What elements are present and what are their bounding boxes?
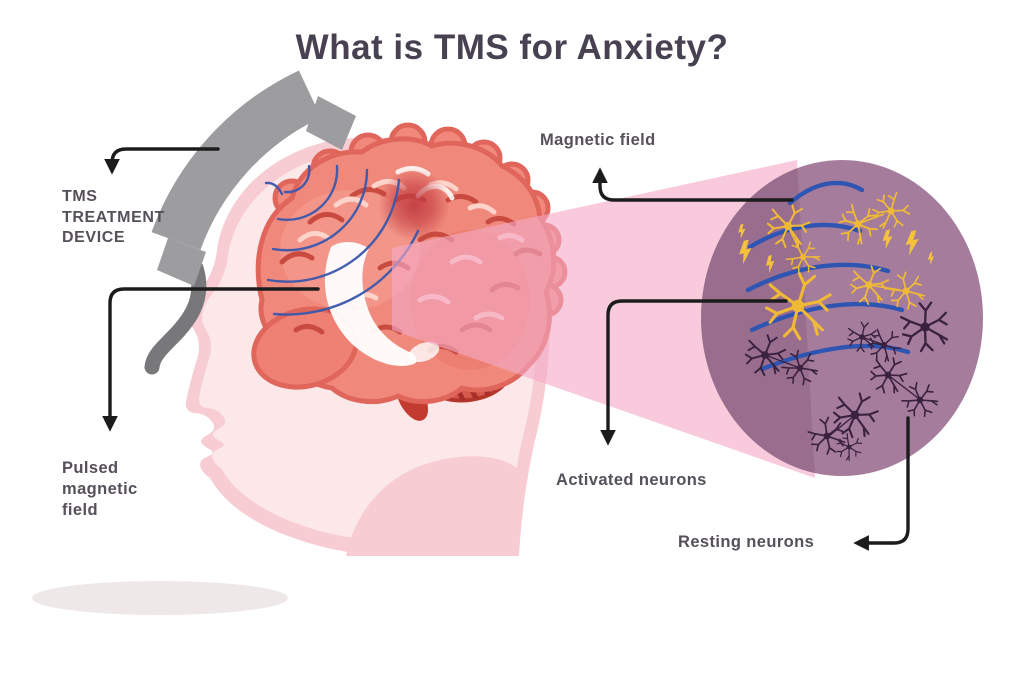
arrow-tms-device xyxy=(104,147,220,175)
label-resting-neurons: Resting neurons xyxy=(678,533,815,551)
arrow-activated-neurons xyxy=(600,299,788,446)
label-magnetic-field: Magnetic field xyxy=(540,131,656,149)
ground-wave xyxy=(32,581,288,615)
label-pulsed-magnetic-field: Pulsed magnetic field xyxy=(62,459,138,519)
annotation-arrows xyxy=(102,147,910,551)
arrow-resting-neurons xyxy=(853,416,910,551)
white-highlight-wisp xyxy=(324,241,440,366)
device-cable xyxy=(144,260,207,375)
arrow-magnetic-field xyxy=(592,167,794,202)
label-tms-treatment-device: TMS TREATMENT DEVICE xyxy=(62,188,165,246)
arrow-pulsed-field xyxy=(102,287,320,432)
page-title: What is TMS for Anxiety? xyxy=(295,28,729,67)
treatment-beam xyxy=(392,160,815,478)
label-activated-neurons: Activated neurons xyxy=(556,471,707,489)
tms-device xyxy=(144,70,356,375)
head-silhouette xyxy=(185,137,550,556)
stimulation-spot xyxy=(378,169,450,241)
